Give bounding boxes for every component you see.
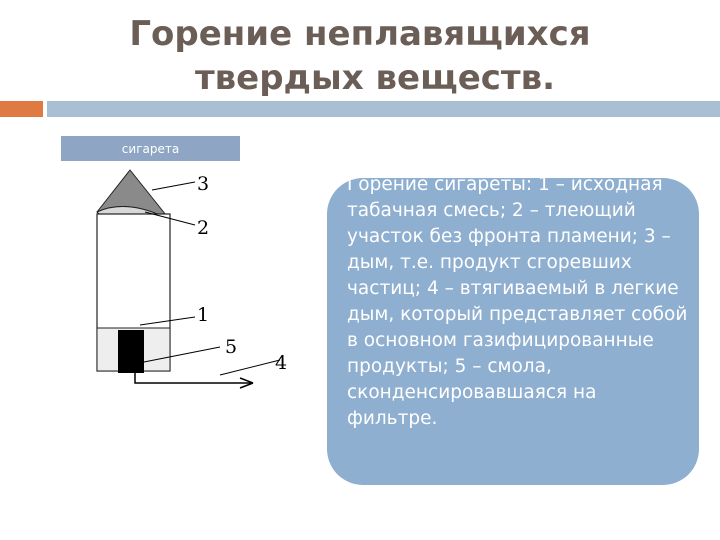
inhaled-smoke-arrow xyxy=(134,373,253,384)
label-2: 2 xyxy=(197,217,209,239)
caption-box: сигарета xyxy=(61,136,240,161)
slide-title: Горение неплавящихся твердых веществ. xyxy=(0,12,720,100)
label-5: 5 xyxy=(225,336,237,358)
leader-line-3 xyxy=(151,181,196,191)
label-3: 3 xyxy=(197,173,209,195)
cigarette-diagram: 3 2 1 5 4 xyxy=(96,169,287,389)
accent-bar-orange xyxy=(0,101,43,117)
leader-line-5 xyxy=(143,346,221,363)
label-4: 4 xyxy=(275,352,287,374)
accent-bar-blue xyxy=(47,101,720,117)
description-box: Горение сигареты: 1 – исходная табачная … xyxy=(327,178,699,485)
leader-line-2 xyxy=(144,211,196,226)
caption-label: сигарета xyxy=(121,141,180,156)
title-line-1: Горение неплавящихся xyxy=(129,14,591,54)
leader-line-1 xyxy=(139,316,196,326)
tar-block xyxy=(118,330,144,373)
title-line-2: твердых веществ. xyxy=(194,58,556,98)
description-text: Горение сигареты: 1 – исходная табачная … xyxy=(347,178,688,429)
label-1: 1 xyxy=(197,304,209,326)
leader-line-4 xyxy=(219,359,281,376)
